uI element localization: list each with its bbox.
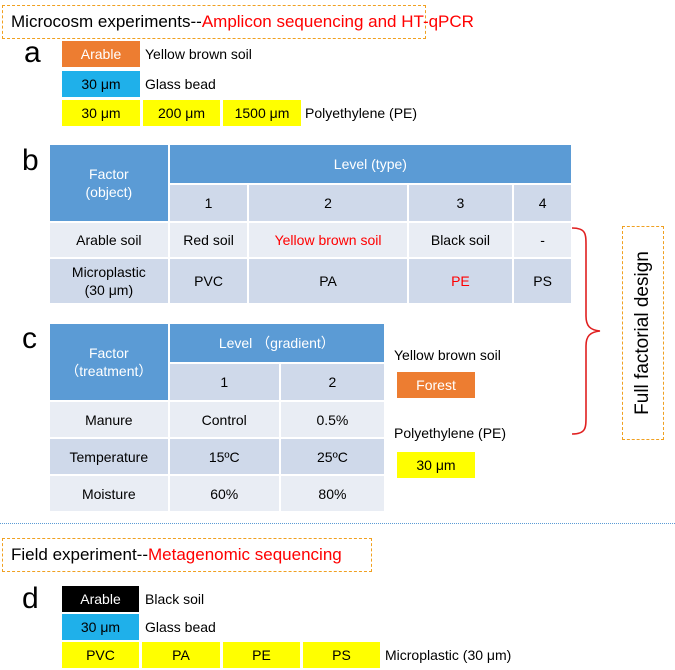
panel-c-row-factor: Manure bbox=[48, 400, 170, 439]
panel-d-mp-tag-pe: PE bbox=[223, 642, 300, 668]
panel-a-arable-tag: Arable bbox=[62, 41, 140, 67]
microcosm-title-prefix: Microcosm experiments-- bbox=[11, 12, 202, 31]
panel-b-level-header: Level (type) bbox=[167, 143, 574, 185]
panel-c-cell: 80% bbox=[278, 474, 387, 513]
panel-c-level-header: Level （gradient） bbox=[167, 322, 387, 364]
factorial-brace bbox=[571, 227, 601, 435]
panel-c-forest-tag: Forest bbox=[397, 372, 475, 398]
field-title: Field experiment--Metagenomic sequencing bbox=[2, 538, 372, 572]
panel-d-mp-tag-pvc: PVC bbox=[62, 642, 139, 668]
panel-a-bead-label: Glass bead bbox=[145, 76, 216, 92]
panel-b-cell: Red soil bbox=[167, 221, 250, 259]
panel-d-mp-tag-ps: PS bbox=[303, 642, 380, 668]
panel-a-letter: a bbox=[24, 36, 41, 69]
panel-c-letter: c bbox=[22, 322, 37, 355]
panel-b-cell: - bbox=[512, 221, 573, 259]
panel-b-cell: PA bbox=[247, 257, 409, 305]
panel-c-level-2: 2 bbox=[278, 362, 387, 402]
field-title-highlight: Metagenomic sequencing bbox=[148, 545, 342, 564]
panel-c-soil-label: Yellow brown soil bbox=[394, 347, 501, 363]
panel-a-pe-tag-1500: 1500 μm bbox=[223, 100, 301, 126]
field-title-prefix: Field experiment-- bbox=[11, 545, 148, 564]
panel-b-row-factor: Arable soil bbox=[48, 221, 170, 259]
panel-c-cell: Control bbox=[167, 400, 281, 439]
panel-a-pe-label: Polyethylene (PE) bbox=[305, 105, 418, 121]
panel-c-cell: 25ºC bbox=[278, 437, 387, 476]
panel-a-soil-label: Yellow brown soil bbox=[145, 46, 252, 62]
microcosm-title: Microcosm experiments--Amplicon sequenci… bbox=[2, 5, 474, 39]
panel-b-row-factor: Microplastic (30 μm) bbox=[48, 257, 170, 305]
panel-d-letter: d bbox=[22, 582, 39, 615]
panel-b-level-2: 2 bbox=[247, 183, 409, 223]
panel-b-cell-highlight: PE bbox=[406, 257, 515, 305]
panel-a-pe-tag-200: 200 μm bbox=[143, 100, 220, 126]
panel-b-level-1: 1 bbox=[167, 183, 250, 223]
panel-c-cell: 60% bbox=[167, 474, 281, 513]
panel-a-pe-tag-30: 30 μm bbox=[62, 100, 140, 126]
section-divider bbox=[0, 523, 675, 524]
panel-c-cell: 15ºC bbox=[167, 437, 281, 476]
panel-b-table: Factor (object) Level (type) 1 2 3 4 Ara… bbox=[48, 143, 574, 305]
panel-b-cell: Black soil bbox=[406, 221, 515, 259]
panel-b-factor-header: Factor (object) bbox=[48, 143, 170, 223]
panel-c-row-factor: Moisture bbox=[48, 474, 170, 513]
panel-c-cell: 0.5% bbox=[278, 400, 387, 439]
panel-b-level-4: 4 bbox=[512, 183, 573, 223]
panel-a-bead-tag: 30 μm bbox=[62, 71, 140, 97]
panel-b-cell-highlight: Yellow brown soil bbox=[247, 221, 409, 259]
panel-c-row-factor: Temperature bbox=[48, 437, 170, 476]
panel-c-table: Factor （treatment） Level （gradient） 1 2 … bbox=[48, 322, 387, 513]
panel-d-mp-tag-pa: PA bbox=[142, 642, 220, 668]
panel-c-pe-tag: 30 μm bbox=[397, 452, 475, 478]
panel-d-mp-label: Microplastic (30 μm) bbox=[385, 647, 512, 663]
panel-c-level-1: 1 bbox=[167, 362, 281, 402]
panel-d-arable-tag: Arable bbox=[62, 586, 139, 612]
microcosm-title-highlight: Amplicon sequencing and HT-qPCR bbox=[201, 12, 474, 31]
full-factorial-label: Full factorial design bbox=[632, 251, 653, 415]
full-factorial-box bbox=[622, 226, 664, 440]
panel-d-soil-label: Black soil bbox=[145, 591, 205, 607]
panel-c-factor-header: Factor （treatment） bbox=[48, 322, 170, 402]
panel-c-pe-label: Polyethylene (PE) bbox=[394, 425, 507, 441]
panel-d-bead-tag: 30 μm bbox=[62, 614, 139, 640]
panel-b-cell: PS bbox=[512, 257, 573, 305]
panel-d-bead-label: Glass bead bbox=[145, 619, 216, 635]
panel-b-level-3: 3 bbox=[406, 183, 515, 223]
panel-b-letter: b bbox=[22, 144, 39, 177]
panel-b-cell: PVC bbox=[167, 257, 250, 305]
factorial-brace-path bbox=[571, 227, 601, 435]
